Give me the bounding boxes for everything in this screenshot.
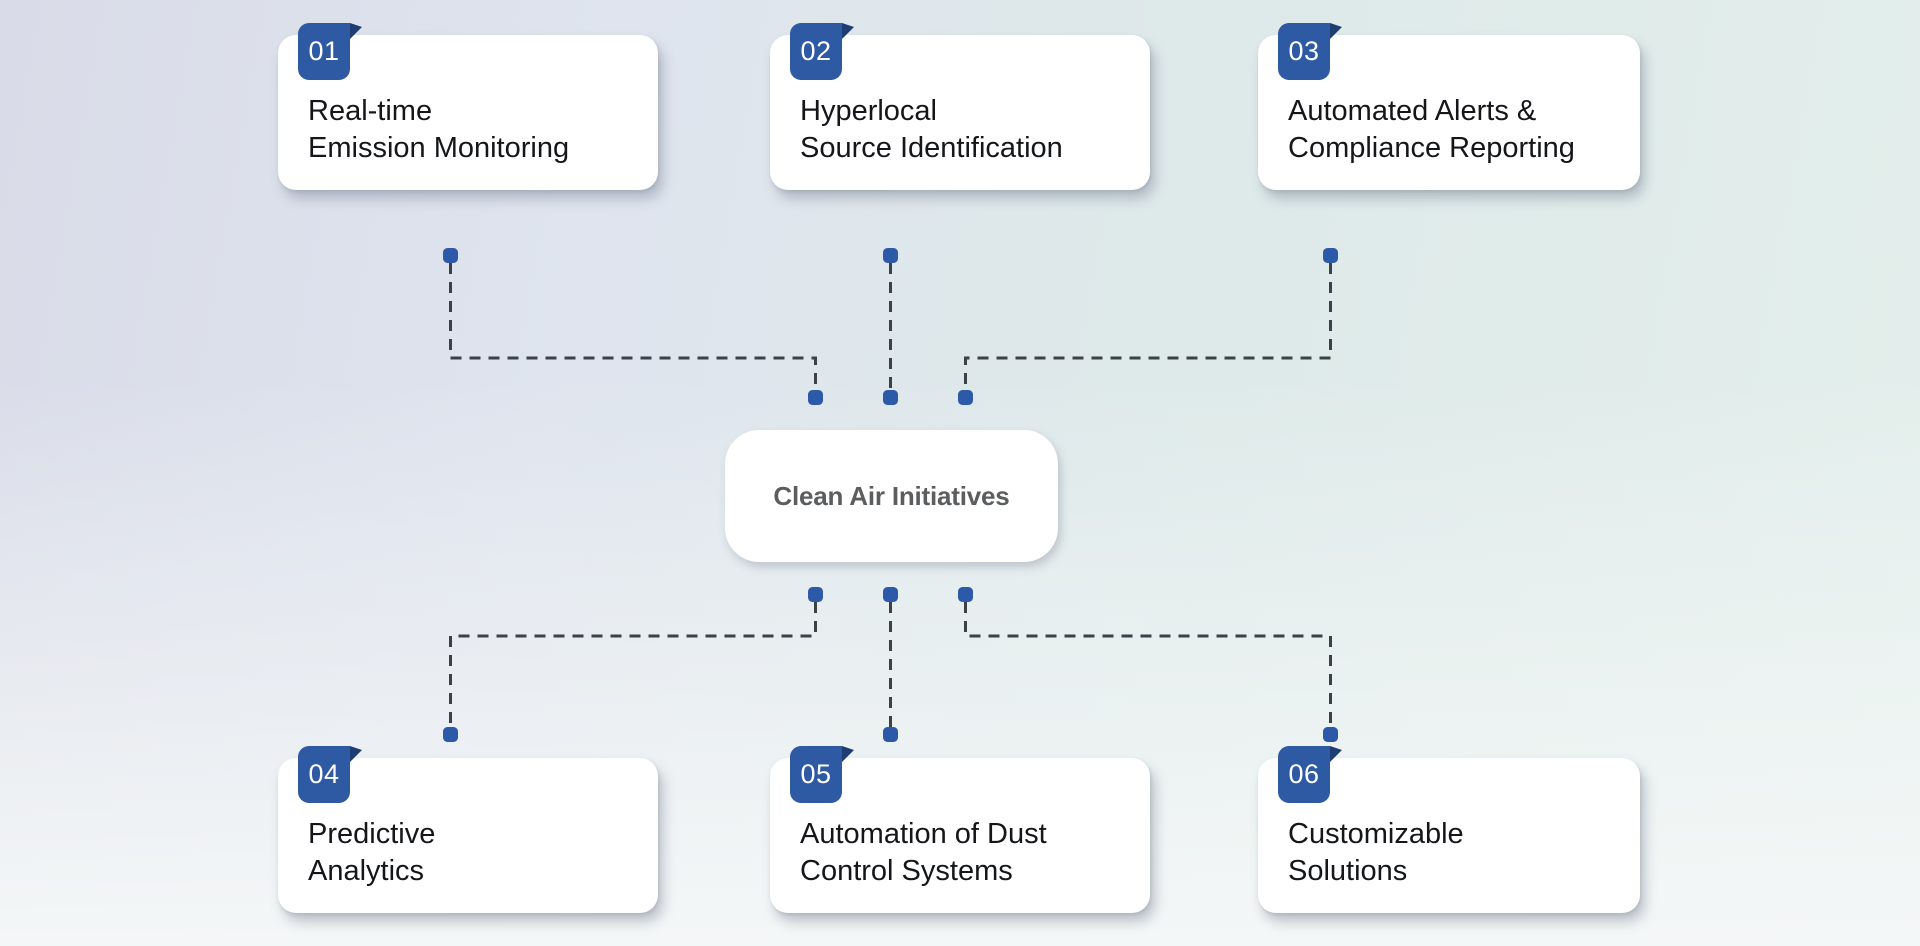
card-number-badge: 02 [790,23,854,80]
card-number-badge: 06 [1278,746,1342,803]
connector-endpoint [443,248,458,263]
connector-path-card-01 [449,263,817,390]
connector-endpoint [443,727,458,742]
card-title-line1: Real-time [308,95,433,127]
card-number-badge: 01 [298,23,362,80]
connector-endpoint [808,390,823,405]
card-title-line2: Solutions [1288,855,1408,887]
card-title: Automated Alerts & Compliance Reporting [1288,93,1575,167]
card-number: 02 [800,36,832,66]
card-number: 05 [800,759,832,789]
card-title-line2: Compliance Reporting [1288,132,1575,164]
card-number: 04 [308,759,340,789]
card-title-line2: Analytics [308,855,425,887]
connector-endpoint [883,587,898,602]
connector-endpoint [883,390,898,405]
connector-path-card-03 [964,263,1332,390]
card-title-line1: Hyperlocal [800,95,937,127]
feature-card-04: 04 Predictive Analytics [278,746,658,913]
connector-endpoint [958,390,973,405]
center-node-label: Clean Air Initiatives [773,480,1010,511]
card-title: Customizable Solutions [1288,816,1464,890]
connector-path-card-06 [964,602,1332,727]
feature-card-06: 06 Customizable Solutions [1258,746,1640,913]
card-title: Hyperlocal Source Identification [800,93,1063,167]
card-title-line1: Predictive [308,818,436,850]
card-title-line2: Control Systems [800,855,1013,887]
card-number: 06 [1288,759,1320,789]
connector-endpoint [958,587,973,602]
connector-endpoint [808,587,823,602]
card-number-badge: 03 [1278,23,1342,80]
connector-endpoint [883,727,898,742]
card-number-badge: 04 [298,746,362,803]
card-number: 01 [308,36,340,66]
connector-path-card-04 [449,602,817,727]
card-number: 03 [1288,36,1320,66]
card-title-line1: Customizable [1288,818,1464,850]
card-title-line2: Emission Monitoring [308,132,570,164]
connector-endpoint [883,248,898,263]
feature-card-02: 02 Hyperlocal Source Identification [770,23,1150,190]
feature-card-03: 03 Automated Alerts & Compliance Reporti… [1258,23,1640,190]
connector-endpoint [1323,727,1338,742]
card-title-line1: Automated Alerts & [1288,95,1537,127]
feature-card-01: 01 Real-time Emission Monitoring [278,23,658,190]
card-title-line2: Source Identification [800,132,1063,164]
card-title: Automation of Dust Control Systems [800,816,1047,890]
card-number-badge: 05 [790,746,854,803]
card-title-line1: Automation of Dust [800,818,1047,850]
connector-endpoint [1323,248,1338,263]
center-node: Clean Air Initiatives [725,430,1058,562]
feature-card-05: 05 Automation of Dust Control Systems [770,746,1150,913]
card-title: Real-time Emission Monitoring [308,93,569,167]
card-title: Predictive Analytics [308,816,435,890]
